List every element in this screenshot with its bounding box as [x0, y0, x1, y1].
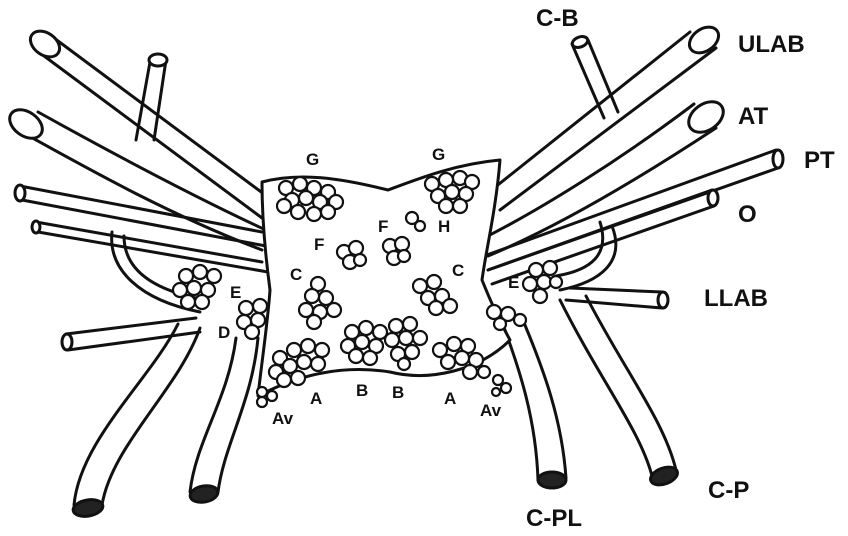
nerve-lower-left-outer: [72, 324, 200, 518]
label-f-right: F: [378, 217, 388, 236]
label-e-left: E: [230, 283, 241, 302]
label-pt: PT: [804, 147, 835, 174]
cluster-d: [237, 299, 267, 339]
label-llab: LLAB: [704, 285, 768, 312]
nerve-at: [480, 95, 729, 256]
nerve-upper-left-thick: [26, 26, 272, 218]
label-c-pl: C-PL: [526, 505, 582, 532]
nerve-lower-left-inner: [189, 338, 258, 504]
label-c-left: C: [290, 265, 302, 284]
label-g-right: G: [432, 145, 445, 164]
nerve-left-lower: [32, 221, 268, 272]
nerve-right-loop: [556, 222, 616, 290]
label-h: H: [438, 217, 450, 236]
cluster-f-right: [383, 237, 410, 265]
label-g-left: G: [306, 150, 319, 169]
label-av-right: Av: [480, 401, 502, 420]
nerve-c-pl: [502, 318, 566, 488]
cluster-e-right: [523, 261, 562, 303]
nerve-left-short: [62, 318, 200, 350]
label-c-b: C-B: [536, 5, 579, 32]
label-ulab: ULAB: [738, 31, 805, 58]
label-av-left: Av: [272, 409, 294, 428]
nerve-c-b: [571, 35, 618, 118]
label-b-left: B: [356, 381, 368, 400]
cluster-e-left: [173, 265, 221, 309]
label-e-right: E: [508, 273, 519, 292]
label-at: AT: [738, 103, 769, 130]
label-f-left: F: [314, 235, 324, 254]
cluster-av-left: [257, 387, 277, 407]
label-b-right: B: [392, 383, 404, 402]
label-d: D: [218, 323, 230, 342]
label-a-left: A: [310, 389, 322, 408]
nerve-c-p: [560, 296, 680, 488]
cluster-av-right: [492, 375, 511, 396]
label-c-right: C: [452, 261, 464, 280]
label-a-right: A: [444, 389, 456, 408]
label-c-p: C-P: [708, 477, 749, 504]
nerve-llab: [566, 288, 668, 308]
label-o: O: [738, 201, 757, 228]
